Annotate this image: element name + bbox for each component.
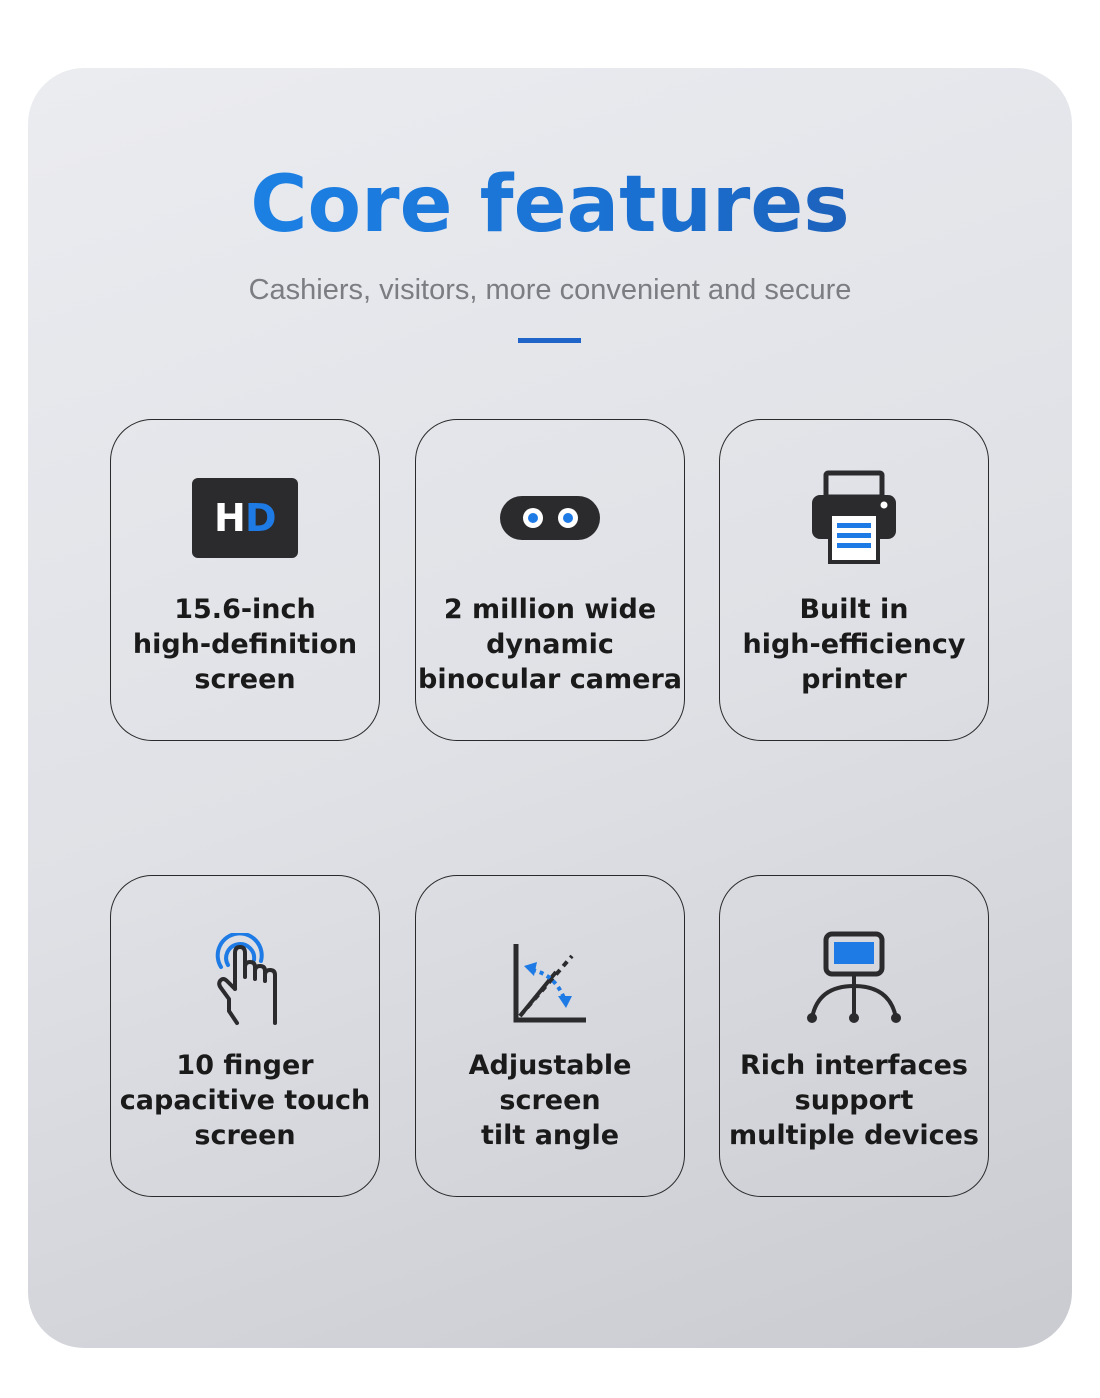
feature-label: Adjustable screen tilt angle xyxy=(468,1050,632,1151)
feature-card-tilt: Adjustable screen tilt angle xyxy=(415,875,685,1197)
feature-card-hd-screen: H D 15.6-inch high-definition screen xyxy=(110,419,380,741)
feature-card-touch: 10 finger capacitive touch screen xyxy=(110,875,380,1197)
background-panel xyxy=(28,68,1072,1348)
title-divider xyxy=(518,338,581,343)
svg-text:D: D xyxy=(245,496,277,540)
feature-card-camera: 2 million wide dynamic binocular camera xyxy=(415,419,685,741)
feature-label: 2 million wide dynamic binocular camera xyxy=(418,594,682,695)
feature-label: 15.6-inch high-definition screen xyxy=(132,594,358,695)
feature-label: Rich interfaces support multiple devices xyxy=(729,1050,979,1151)
page-subtitle: Cashiers, visitors, more convenient and … xyxy=(248,274,852,306)
feature-card-interfaces: Rich interfaces support multiple devices xyxy=(719,875,989,1197)
svg-text:H: H xyxy=(214,496,246,540)
printer-icon xyxy=(720,468,988,568)
hd-icon: H D xyxy=(111,468,379,568)
page-title: Core features xyxy=(0,160,1100,250)
feature-label: 10 finger capacitive touch screen xyxy=(119,1050,371,1151)
feature-label: Built in high-efficiency printer xyxy=(742,594,966,695)
touch-finger-icon xyxy=(111,930,379,1030)
binocular-camera-icon xyxy=(416,468,684,568)
interfaces-icon xyxy=(720,928,988,1028)
feature-card-printer: Built in high-efficiency printer xyxy=(719,419,989,741)
tilt-angle-icon xyxy=(416,932,684,1032)
